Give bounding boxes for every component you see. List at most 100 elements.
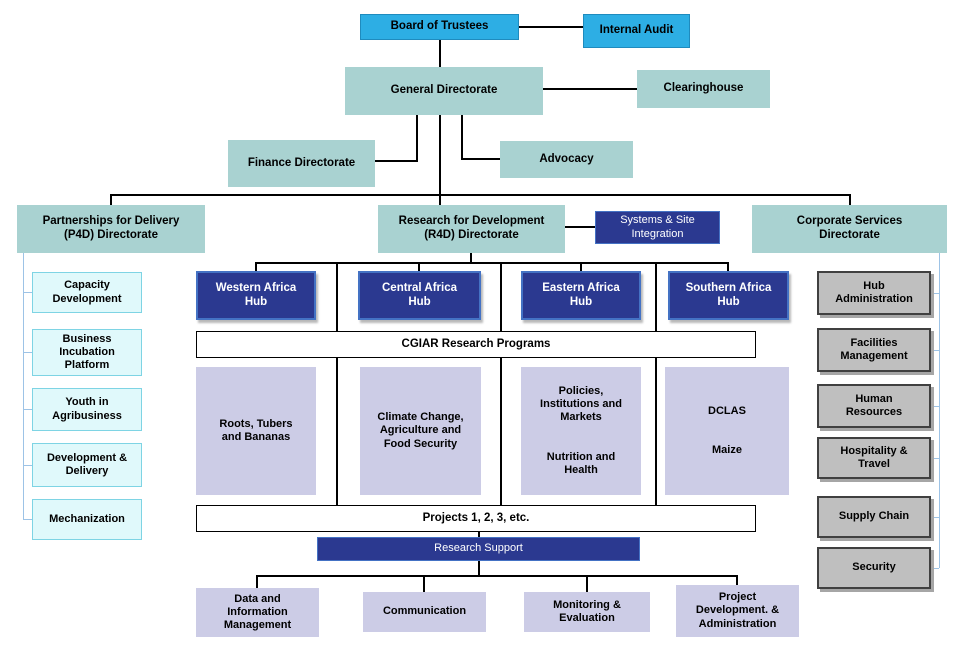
node-label: Communication bbox=[382, 605, 467, 618]
node-mechanization: Mechanization bbox=[32, 499, 142, 540]
node-label: Security bbox=[852, 561, 896, 574]
connector-line bbox=[470, 253, 472, 263]
connector-line bbox=[416, 115, 418, 162]
node-label: Facilities Management bbox=[840, 336, 908, 362]
connector-line-blue bbox=[931, 293, 939, 294]
connector-line bbox=[727, 262, 729, 271]
node-general-directorate: General Directorate bbox=[345, 67, 543, 115]
connector-line-blue bbox=[931, 517, 939, 518]
node-board-of-trustees: Board of Trustees bbox=[360, 14, 519, 40]
node-label: Data and Information Management bbox=[223, 592, 292, 632]
connector-line bbox=[439, 115, 441, 206]
node-label: Project Development. & Administration bbox=[695, 591, 780, 630]
connector-line-blue bbox=[931, 406, 939, 407]
node-cgiar-research-programs: CGIAR Research Programs bbox=[196, 331, 756, 358]
connector-line bbox=[586, 575, 588, 593]
node-label: Advocacy bbox=[539, 152, 594, 165]
connector-line bbox=[256, 262, 729, 264]
node-hospitality-travel: Hospitality & Travel bbox=[817, 437, 931, 479]
connector-line bbox=[565, 226, 595, 228]
connector-line bbox=[110, 194, 112, 206]
node-southern-africa-hub: Southern Africa Hub bbox=[668, 271, 789, 320]
connector-line bbox=[461, 158, 502, 160]
node-label: Partnerships for Delivery (P4D) Director… bbox=[42, 215, 180, 241]
node-label: Youth in Agribusiness bbox=[52, 396, 122, 422]
node-label: Research Support bbox=[434, 542, 523, 555]
node-youth-in-agribusiness: Youth in Agribusiness bbox=[32, 388, 142, 431]
node-development-delivery: Development & Delivery bbox=[32, 443, 142, 487]
node-label: Systems & Site Integration bbox=[620, 214, 695, 240]
connector-line-blue bbox=[931, 568, 939, 569]
connector-line-blue bbox=[23, 253, 24, 520]
node-p4d-directorate: Partnerships for Delivery (P4D) Director… bbox=[17, 205, 205, 253]
node-label: Monitoring & Evaluation bbox=[553, 598, 621, 624]
node-label: Board of Trustees bbox=[390, 20, 489, 33]
node-corporate-services-directorate: Corporate Services Directorate bbox=[752, 205, 947, 253]
node-advocacy: Advocacy bbox=[500, 141, 633, 178]
node-internal-audit: Internal Audit bbox=[583, 14, 690, 48]
node-label: Internal Audit bbox=[599, 24, 674, 37]
connector-line bbox=[255, 262, 257, 271]
connector-line-blue bbox=[23, 465, 32, 466]
node-label: Climate Change, Agriculture and Food Sec… bbox=[377, 411, 464, 450]
node-central-africa-hub: Central Africa Hub bbox=[358, 271, 481, 320]
connector-line bbox=[423, 575, 425, 593]
connector-line bbox=[110, 194, 851, 196]
node-clearinghouse: Clearinghouse bbox=[637, 70, 770, 108]
node-capacity-development: Capacity Development bbox=[32, 272, 142, 313]
connector-line-blue bbox=[931, 350, 939, 351]
node-label: Central Africa Hub bbox=[382, 281, 457, 308]
node-label: Development & Delivery bbox=[46, 451, 128, 477]
node-projects: Projects 1, 2, 3, etc. bbox=[196, 505, 756, 532]
node-label: Projects 1, 2, 3, etc. bbox=[422, 511, 530, 524]
connector-line bbox=[543, 88, 637, 90]
connector-line bbox=[439, 40, 441, 67]
node-program-climate-change: Climate Change, Agriculture and Food Sec… bbox=[360, 367, 481, 495]
connector-line-blue bbox=[23, 352, 32, 353]
node-r4d-directorate: Research for Development (R4D) Directora… bbox=[378, 205, 565, 253]
node-label: CGIAR Research Programs bbox=[401, 337, 551, 350]
node-label: Roots, Tubers and Bananas bbox=[219, 417, 293, 443]
connector-line bbox=[256, 575, 258, 589]
node-facilities-management: Facilities Management bbox=[817, 328, 931, 372]
node-eastern-africa-hub: Eastern Africa Hub bbox=[521, 271, 641, 320]
node-program-dclas-maize: DCLAS Maize bbox=[665, 367, 789, 495]
node-supply-chain: Supply Chain bbox=[817, 496, 931, 538]
connector-line bbox=[500, 262, 502, 505]
connector-line-blue bbox=[931, 458, 939, 459]
node-business-incubation-platform: Business Incubation Platform bbox=[32, 329, 142, 376]
node-program-policies-nutrition: Policies, Institutions and Markets Nutri… bbox=[521, 367, 641, 495]
node-label: Corporate Services Directorate bbox=[796, 215, 903, 241]
connector-line bbox=[418, 262, 420, 271]
node-program-roots-tubers-bananas: Roots, Tubers and Bananas bbox=[196, 367, 316, 495]
node-label: Business Incubation Platform bbox=[59, 332, 115, 372]
node-label: Western Africa Hub bbox=[215, 281, 297, 308]
node-label: Supply Chain bbox=[838, 510, 910, 523]
node-hub-administration: Hub Administration bbox=[817, 271, 931, 315]
node-label: Hospitality & Travel bbox=[840, 444, 908, 470]
connector-line bbox=[580, 262, 582, 271]
node-label: Nutrition and Health bbox=[546, 450, 616, 476]
node-monitoring-evaluation: Monitoring & Evaluation bbox=[524, 592, 650, 632]
node-label: Maize bbox=[712, 444, 742, 456]
node-label: Human Resources bbox=[845, 392, 903, 418]
connector-line bbox=[336, 262, 338, 505]
connector-line-blue bbox=[23, 409, 32, 410]
connector-line bbox=[478, 561, 480, 576]
connector-line-blue bbox=[23, 292, 32, 293]
node-project-development-administration: Project Development. & Administration bbox=[676, 585, 799, 637]
connector-line bbox=[461, 115, 463, 160]
node-label: Hub Administration bbox=[835, 279, 913, 305]
node-systems-site-integration: Systems & Site Integration bbox=[595, 211, 720, 244]
connector-line bbox=[736, 575, 738, 586]
node-label: Southern Africa Hub bbox=[685, 281, 772, 308]
node-finance-directorate: Finance Directorate bbox=[228, 140, 375, 187]
node-label: Research for Development (R4D) Directora… bbox=[398, 215, 545, 241]
connector-line-blue bbox=[939, 253, 940, 568]
node-label: Finance Directorate bbox=[247, 156, 356, 169]
connector-line bbox=[375, 160, 418, 162]
node-research-support: Research Support bbox=[317, 537, 640, 561]
connector-line bbox=[655, 262, 657, 505]
connector-line bbox=[519, 26, 583, 28]
connector-line bbox=[478, 530, 480, 539]
